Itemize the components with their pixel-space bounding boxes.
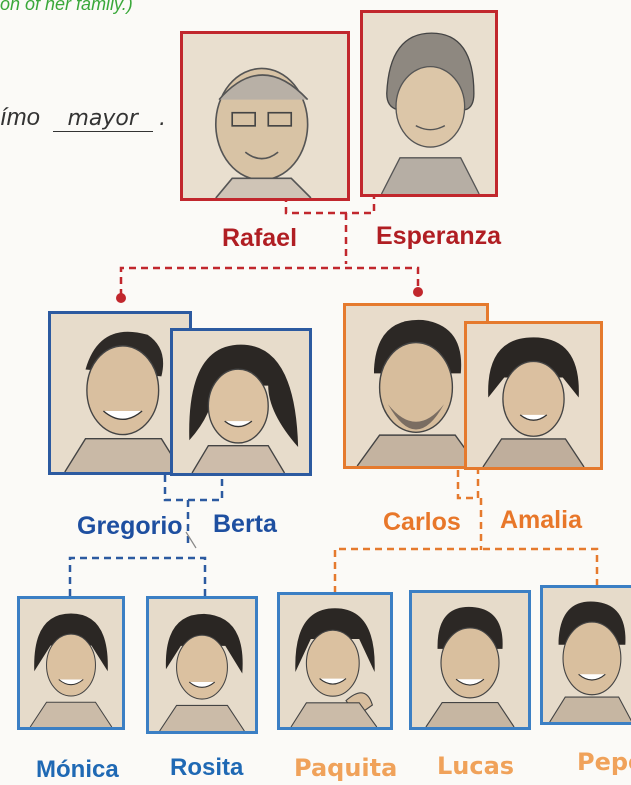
portrait-amalia [464, 321, 603, 470]
header-fragment: on of her family.) [0, 0, 133, 14]
portrait-paquita [277, 592, 393, 730]
name-pepe: Pepe [577, 748, 631, 776]
portrait-monica [17, 596, 125, 730]
name-lucas: Lucas [437, 752, 515, 780]
name-esperanza: Esperanza [376, 222, 502, 250]
portrait-rosita [146, 596, 258, 734]
portrait-esperanza [360, 10, 498, 197]
name-rafael: Rafael [222, 224, 298, 252]
portrait-pepe [540, 585, 631, 725]
sentence-prefix: ímo [0, 104, 41, 131]
name-gregorio: Gregorio [77, 512, 183, 540]
portrait-lucas [409, 590, 531, 730]
fill-in-sentence: ímo mayor . [0, 104, 166, 132]
name-rosita: Rosita [170, 754, 244, 781]
name-monica: Mónica [36, 756, 119, 783]
portrait-berta [170, 328, 312, 476]
name-carlos: Carlos [383, 508, 461, 536]
name-paquita: Paquita [294, 754, 398, 782]
portrait-rafael [180, 31, 350, 201]
sentence-answer: mayor [52, 106, 153, 132]
name-amalia: Amalia [500, 506, 582, 534]
portrait-carlos [343, 303, 489, 469]
sentence-suffix: . [159, 104, 167, 131]
name-berta: Berta [213, 510, 277, 538]
